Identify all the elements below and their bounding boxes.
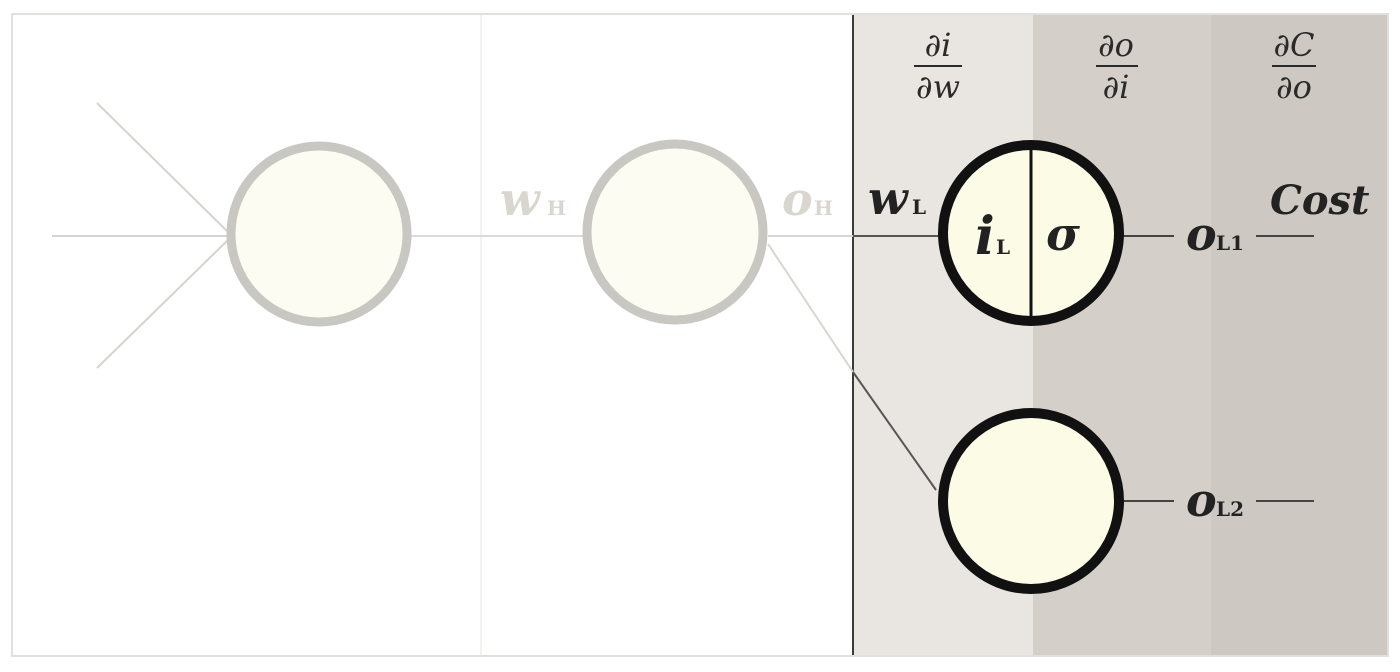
partial-do-di-numerator: ∂o bbox=[1098, 26, 1134, 64]
partial-do-di-denominator: ∂i bbox=[1103, 68, 1130, 106]
output-l1-subscript: L1 bbox=[1216, 231, 1244, 255]
partial-di-dw-denominator: ∂w bbox=[916, 68, 960, 106]
hidden-output-label: o bbox=[782, 172, 813, 226]
output-l2-label: o bbox=[1186, 473, 1217, 527]
last-weight-subscript: L bbox=[912, 195, 926, 219]
input-line-top bbox=[96, 102, 229, 233]
partial-dc-do-denominator: ∂o bbox=[1276, 68, 1312, 106]
hidden-weight-label: w bbox=[500, 172, 541, 226]
sigma-label: σ bbox=[1046, 207, 1080, 261]
cost-label: Cost bbox=[1270, 177, 1370, 224]
panel-cost bbox=[1211, 14, 1388, 656]
partial-di-dw-numerator: ∂i bbox=[925, 26, 952, 64]
hidden-weight-subscript: H bbox=[547, 196, 566, 220]
partial-dc-do-numerator: ∂C bbox=[1273, 26, 1314, 64]
frame bbox=[11, 13, 1389, 657]
weighted-input-label: i bbox=[975, 206, 995, 267]
partial-di-dw: ∂i ∂w bbox=[914, 26, 962, 106]
last-weight-label: w bbox=[868, 171, 909, 225]
input-node bbox=[226, 141, 412, 327]
connection-to-l2-faint bbox=[767, 243, 854, 373]
partial-do-di: ∂o ∂i bbox=[1096, 26, 1138, 106]
input-line-bottom bbox=[96, 239, 229, 369]
hidden-node bbox=[582, 139, 768, 325]
weighted-input-subscript: L bbox=[996, 235, 1010, 259]
output-l2-subscript: L2 bbox=[1216, 497, 1244, 521]
partial-dc-do: ∂C ∂o bbox=[1272, 26, 1316, 106]
connection-to-l2 bbox=[852, 371, 937, 491]
output-node-l2 bbox=[938, 408, 1124, 594]
hidden-output-subscript: H bbox=[814, 196, 833, 220]
output-l1-label: o bbox=[1186, 207, 1217, 261]
